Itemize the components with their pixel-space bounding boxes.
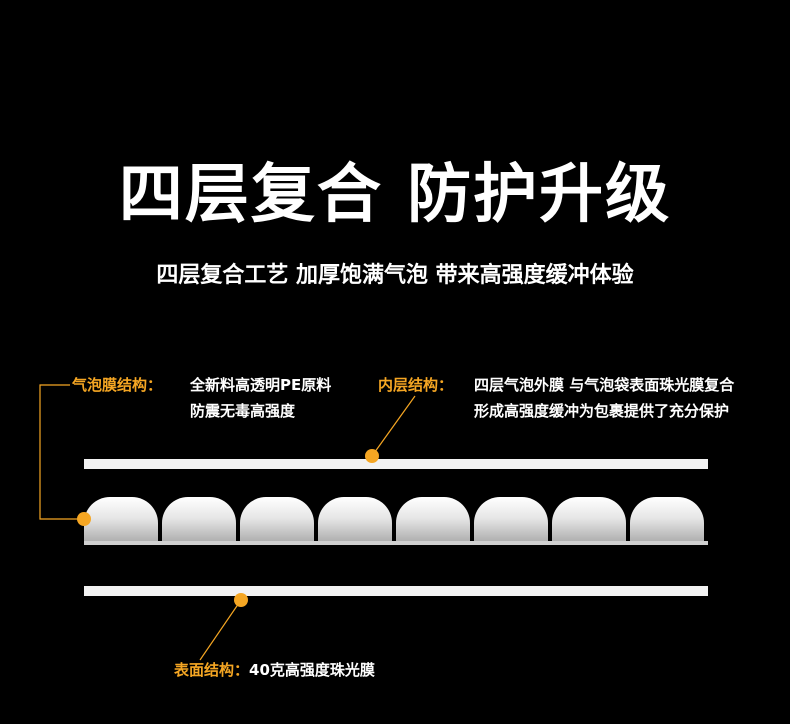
- inner-structure-label: 内层结构：: [378, 372, 453, 398]
- bubble-structure-line-1: 全新料高透明PE原料: [190, 376, 332, 394]
- surface-layer-marker: [234, 593, 248, 607]
- inner-membrane-layer: [84, 459, 708, 469]
- air-bubble: [630, 497, 704, 544]
- bubble-base-film: [84, 541, 708, 545]
- air-bubble: [552, 497, 626, 544]
- bubble-leader-line: [39, 384, 84, 520]
- surface-structure-label: 表面结构：40克高强度珠光膜: [174, 657, 375, 683]
- bubble-structure-label: 气泡膜结构：: [72, 372, 162, 398]
- bubble-layer-marker: [77, 512, 91, 526]
- subtitle: 四层复合工艺 加厚饱满气泡 带来高强度缓冲体验: [156, 263, 634, 288]
- air-bubble: [84, 497, 158, 544]
- inner-structure-heading: 内层结构：: [378, 376, 454, 394]
- main-title: 四层复合 防护升级: [118, 158, 672, 232]
- inner-structure-line-2: 形成高强度缓冲为包裹提供了充分保护: [474, 402, 730, 420]
- inner-structure-line-1: 四层气泡外膜 与气泡袋表面珠光膜复合: [474, 376, 735, 394]
- bubble-structure-line-2: 防震无毒高强度: [190, 402, 296, 420]
- air-bubble: [474, 497, 548, 544]
- air-bubble: [396, 497, 470, 544]
- inner-leader-line: [371, 395, 416, 457]
- inner-structure-desc: 四层气泡外膜 与气泡袋表面珠光膜复合 形成高强度缓冲为包裹提供了充分保护: [474, 372, 734, 424]
- bubble-structure-desc: 全新料高透明PE原料 防震无毒高强度: [190, 372, 331, 424]
- air-bubble: [162, 497, 236, 544]
- surface-structure-heading: 表面结构：: [174, 661, 250, 679]
- surface-leader-line: [199, 599, 242, 661]
- surface-structure-desc: 40克高强度珠光膜: [249, 661, 375, 679]
- bubble-structure-heading: 气泡膜结构：: [72, 376, 163, 394]
- surface-membrane-layer: [84, 586, 708, 596]
- air-bubble: [318, 497, 392, 544]
- inner-layer-marker: [365, 449, 379, 463]
- air-bubble: [240, 497, 314, 544]
